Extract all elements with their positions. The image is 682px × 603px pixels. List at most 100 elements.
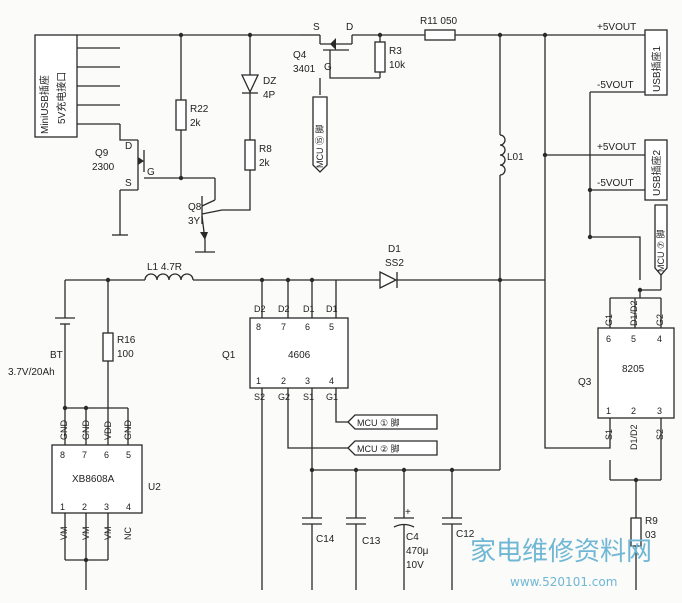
q8-ref: Q8 (188, 202, 202, 213)
q4-mosfet: S D G Q4 3401 (293, 22, 353, 75)
q1-pin-d1a: D1 (303, 304, 315, 314)
r8-ref: R8 (259, 144, 272, 155)
mcu-pin-1-tag: MCU ① 脚 (347, 414, 438, 430)
q9-gate-pin: G (147, 167, 155, 178)
r3-value: 10k (389, 60, 406, 71)
capacitor-c4: + C4 470μ 10V (393, 470, 429, 590)
u2-pin-nc: NC (123, 527, 133, 540)
q3-ref: Q3 (578, 377, 592, 388)
dz-zener-diode (240, 74, 260, 94)
q9-drain-pin: D (125, 141, 132, 152)
u2-pin-7: 7 (82, 450, 87, 460)
r16-ref: R16 (117, 335, 136, 346)
mcu-pin-7-label: MCU ⑦ 脚 (656, 229, 666, 272)
dz-ref: DZ (263, 76, 276, 87)
q1-pin-g2: G2 (278, 392, 290, 402)
d1-diode (379, 270, 398, 290)
dz-value: 4P (263, 90, 276, 101)
q1-pin-3: 3 (305, 376, 310, 386)
q1-part: 4606 (288, 350, 311, 361)
q3-part: 8205 (622, 364, 645, 375)
q9-part: 2300 (92, 162, 115, 173)
q1-pin-d2b: D2 (278, 304, 290, 314)
q3-pin-d1d2a: D1/D2 (629, 300, 639, 326)
r22-resistor (175, 99, 187, 131)
r9-value: 03 (645, 530, 657, 541)
r9-ref: R9 (645, 516, 658, 527)
q3-pin-6: 6 (606, 334, 611, 344)
usb-socket-2-label: USB插座2 (650, 149, 663, 196)
q3-pin-1: 1 (606, 406, 611, 416)
usb-socket-1-label: USB插座1 (650, 45, 663, 92)
q4-gate-pin: G (324, 62, 332, 73)
r22-ref: R22 (190, 104, 209, 115)
u2-pin-5: 5 (126, 450, 131, 460)
mini-usb-label: MiniUSB插座 (38, 75, 51, 134)
q1-ref: Q1 (222, 350, 236, 361)
q8-part: 3Y (188, 216, 201, 227)
r22-value: 2k (190, 118, 202, 129)
c13-ref: C13 (362, 536, 381, 547)
q3-pin-5: 5 (631, 334, 636, 344)
capacitor-c14: C14 (302, 470, 335, 590)
q1-pin-1: 1 (256, 376, 261, 386)
r3-resistor (374, 41, 386, 73)
d1-part: SS2 (385, 258, 404, 269)
q1-pin-8: 8 (256, 322, 261, 332)
q1-pin-5: 5 (329, 322, 334, 332)
q4-drain-pin: D (346, 22, 353, 33)
q3-pin-2: 2 (631, 406, 636, 416)
u2-pin-gnd1: GND (59, 420, 69, 441)
usb2-minus5v: -5VOUT (597, 178, 634, 189)
c14-ref: C14 (316, 534, 335, 545)
r16-value: 100 (117, 349, 134, 360)
l01-inductor (499, 134, 506, 176)
r16-resistor (102, 332, 114, 362)
usb1-minus5v: -5VOUT (597, 80, 634, 91)
q1-pin-4: 4 (329, 376, 334, 386)
u2-pin-4: 4 (126, 502, 131, 512)
u2-pin-1: 1 (60, 502, 65, 512)
bt-ref: BT (50, 350, 63, 361)
q4-part: 3401 (293, 64, 316, 75)
mcu-pin-15-tag: MCU ⑮ 脚 (312, 96, 328, 173)
usb-socket-1: USB插座1 (644, 29, 668, 96)
l1-label: L1 4.7R (147, 262, 182, 273)
u2-pin-2: 2 (82, 502, 87, 512)
q1-pin-d1b: D1 (326, 304, 338, 314)
u2-part: XB8608A (72, 474, 115, 485)
u2-pin-6: 6 (104, 450, 109, 460)
r8-value: 2k (259, 158, 271, 169)
u2-ref: U2 (148, 482, 161, 493)
q3-pin-g1: G1 (604, 314, 614, 326)
q3-pin-d1d2b: D1/D2 (629, 424, 639, 450)
q1-pin-7: 7 (281, 322, 286, 332)
r8-resistor (244, 139, 256, 171)
capacitor-c12: C12 (442, 470, 475, 590)
c4-plus: + (405, 507, 411, 518)
q1-pin-6: 6 (305, 322, 310, 332)
r11-resistor (424, 29, 456, 41)
bt-value: 3.7V/20Ah (8, 367, 55, 378)
q3-pin-s2: S2 (655, 429, 665, 440)
q3-pin-g2: G2 (655, 314, 665, 326)
u2-pin-3: 3 (104, 502, 109, 512)
r11-ref: R11 050 (420, 16, 458, 27)
u2-ic-xb8608a: XB8608A U2 GND GND VDD GND 8 7 6 5 1 2 3… (51, 420, 161, 541)
q9-mosfet: D S G Q9 2300 (92, 124, 181, 236)
r3-ref: R3 (389, 46, 402, 57)
q1-ic-4606: 4606 D2 D2 D1 D1 8 7 6 5 1 2 3 4 S2 G2 S… (222, 304, 349, 402)
c4-volt: 10V (406, 560, 424, 571)
q4-source-pin: S (313, 22, 320, 33)
mcu-pin-1-label: MCU ① 脚 (357, 418, 400, 428)
l1-inductor (144, 273, 194, 281)
q9-ref: Q9 (95, 148, 109, 159)
q9-source-pin: S (125, 178, 132, 189)
q1-pin-s2: S2 (254, 392, 265, 402)
q3-pin-3: 3 (657, 406, 662, 416)
u2-pin-vm1: VM (59, 527, 69, 541)
l01-ref: L01 (507, 152, 524, 163)
capacitor-c13: C13 (346, 470, 381, 590)
mcu-pin-7-tag: MCU ⑦ 脚 (654, 204, 668, 276)
